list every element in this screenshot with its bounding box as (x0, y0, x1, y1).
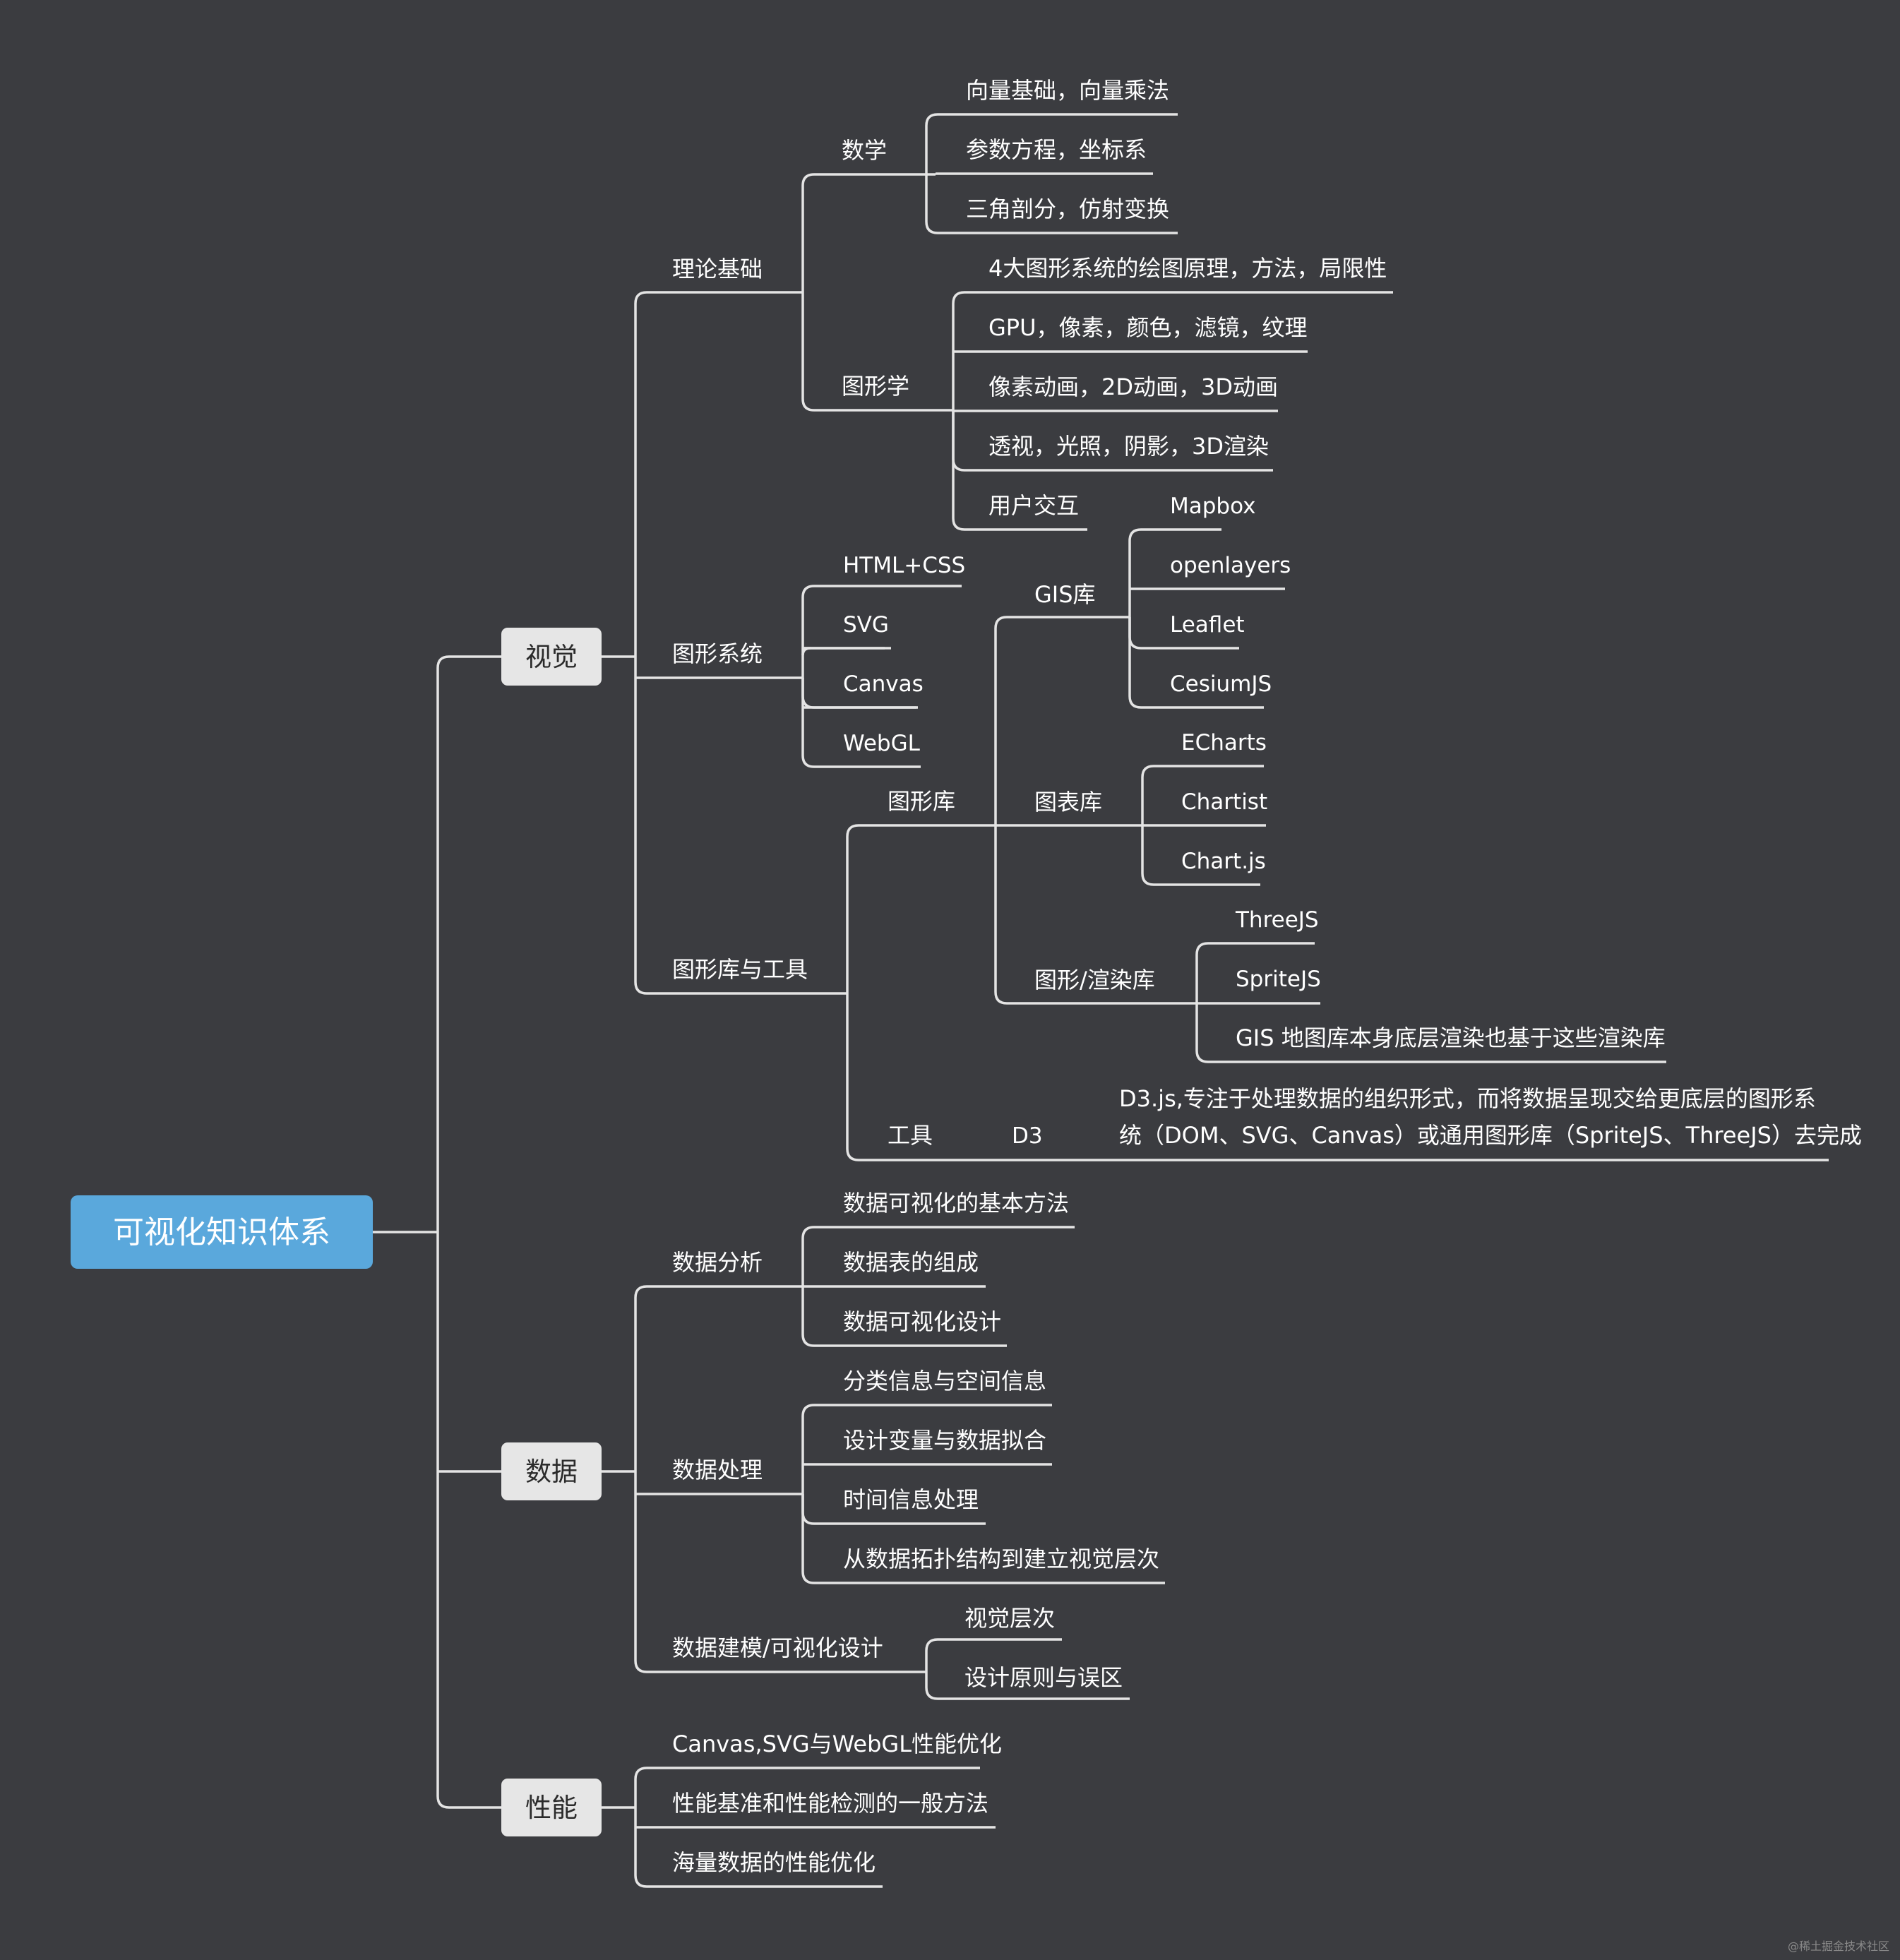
node-chartlib[interactable]: 图表库 (1034, 789, 1102, 815)
node-chart-1[interactable]: ECharts (1181, 730, 1267, 755)
node-g-2[interactable]: GPU，像素，颜色，滤镜，纹理 (988, 314, 1308, 341)
node-pr-2[interactable]: 设计变量与数据拟合 (843, 1427, 1046, 1454)
node-d3[interactable]: D3 (1012, 1123, 1043, 1149)
node-perf-1[interactable]: Canvas,SVG与WebGL性能优化 (672, 1731, 1002, 1757)
node-gis-1[interactable]: Mapbox (1170, 494, 1255, 519)
root-node[interactable]: 可视化知识体系 (71, 1195, 373, 1269)
node-gsys[interactable]: 图形系统 (672, 640, 763, 667)
node-perf[interactable]: 性能 (501, 1779, 602, 1836)
node-an-2[interactable]: 数据表的组成 (843, 1249, 979, 1276)
root-label: 可视化知识体系 (113, 1214, 330, 1250)
node-gsys-4[interactable]: WebGL (843, 731, 921, 756)
node-d3-desc-1[interactable]: D3.js,专注于处理数据的组织形式，而将数据呈现交给更底层的图形系 (1119, 1085, 1816, 1112)
node-d3-desc-2[interactable]: 统（DOM、SVG、Canvas）或通用图形库（SpriteJS、ThreeJS… (1119, 1122, 1862, 1149)
topic-labels: 理论基础 数学 向量基础，向量乘法 参数方程，坐标系 三角剖分，仿射变换 图形学… (672, 77, 1862, 1876)
node-data[interactable]: 数据 (501, 1442, 602, 1500)
node-an-1[interactable]: 数据可视化的基本方法 (843, 1190, 1069, 1217)
node-math[interactable]: 数学 (842, 137, 887, 164)
watermark: @稀土掘金技术社区 (1788, 1940, 1889, 1953)
node-gis-3[interactable]: Leaflet (1170, 612, 1245, 638)
node-glib[interactable]: 图形库 (888, 788, 955, 815)
node-math-2[interactable]: 参数方程，坐标系 (966, 136, 1147, 163)
node-render-1[interactable]: ThreeJS (1235, 907, 1319, 933)
connectors (373, 113, 1829, 1888)
node-math-1[interactable]: 向量基础，向量乘法 (966, 77, 1169, 104)
node-analysis[interactable]: 数据分析 (672, 1249, 763, 1276)
node-tools[interactable]: 工具 (888, 1122, 933, 1149)
node-g-4[interactable]: 透视，光照，阴影，3D渲染 (988, 433, 1269, 460)
node-graphics[interactable]: 图形学 (842, 373, 909, 400)
node-perf-3[interactable]: 海量数据的性能优化 (672, 1849, 876, 1876)
node-libtools[interactable]: 图形库与工具 (672, 956, 808, 983)
node-render-3[interactable]: GIS 地图库本身底层渲染也基于这些渲染库 (1236, 1024, 1666, 1051)
node-an-3[interactable]: 数据可视化设计 (843, 1308, 1001, 1335)
node-pr-3[interactable]: 时间信息处理 (843, 1486, 979, 1513)
node-g-3[interactable]: 像素动画，2D动画，3D动画 (988, 374, 1278, 400)
node-modeling[interactable]: 数据建模/可视化设计 (672, 1635, 883, 1661)
node-gsys-3[interactable]: Canvas (843, 671, 924, 697)
node-chart-3[interactable]: Chart.js (1181, 849, 1266, 874)
node-math-3[interactable]: 三角剖分，仿射变换 (966, 196, 1169, 222)
node-chart-2[interactable]: Chartist (1181, 789, 1267, 815)
node-gsys-2[interactable]: SVG (843, 612, 889, 638)
node-perf-2[interactable]: 性能基准和性能检测的一般方法 (672, 1790, 988, 1817)
node-vision-label: 视觉 (525, 642, 578, 672)
node-theory[interactable]: 理论基础 (672, 256, 763, 282)
node-processing[interactable]: 数据处理 (672, 1457, 763, 1483)
node-data-label: 数据 (525, 1457, 578, 1487)
node-gsys-1[interactable]: HTML+CSS (843, 553, 965, 578)
node-pr-1[interactable]: 分类信息与空间信息 (843, 1368, 1046, 1394)
node-vision[interactable]: 视觉 (501, 628, 602, 686)
node-mo-2[interactable]: 设计原则与误区 (964, 1664, 1123, 1691)
node-gis[interactable]: GIS库 (1034, 581, 1096, 608)
node-pr-4[interactable]: 从数据拓扑结构到建立视觉层次 (843, 1546, 1159, 1572)
node-g-5[interactable]: 用户交互 (988, 492, 1079, 519)
node-render[interactable]: 图形/渲染库 (1034, 967, 1155, 993)
node-mo-1[interactable]: 视觉层次 (964, 1605, 1055, 1632)
node-gis-2[interactable]: openlayers (1170, 553, 1291, 578)
node-perf-label: 性能 (525, 1793, 578, 1823)
node-g-1[interactable]: 4大图形系统的绘图原理，方法，局限性 (988, 255, 1387, 282)
node-render-2[interactable]: SpriteJS (1236, 967, 1321, 992)
node-gis-4[interactable]: CesiumJS (1170, 671, 1272, 697)
